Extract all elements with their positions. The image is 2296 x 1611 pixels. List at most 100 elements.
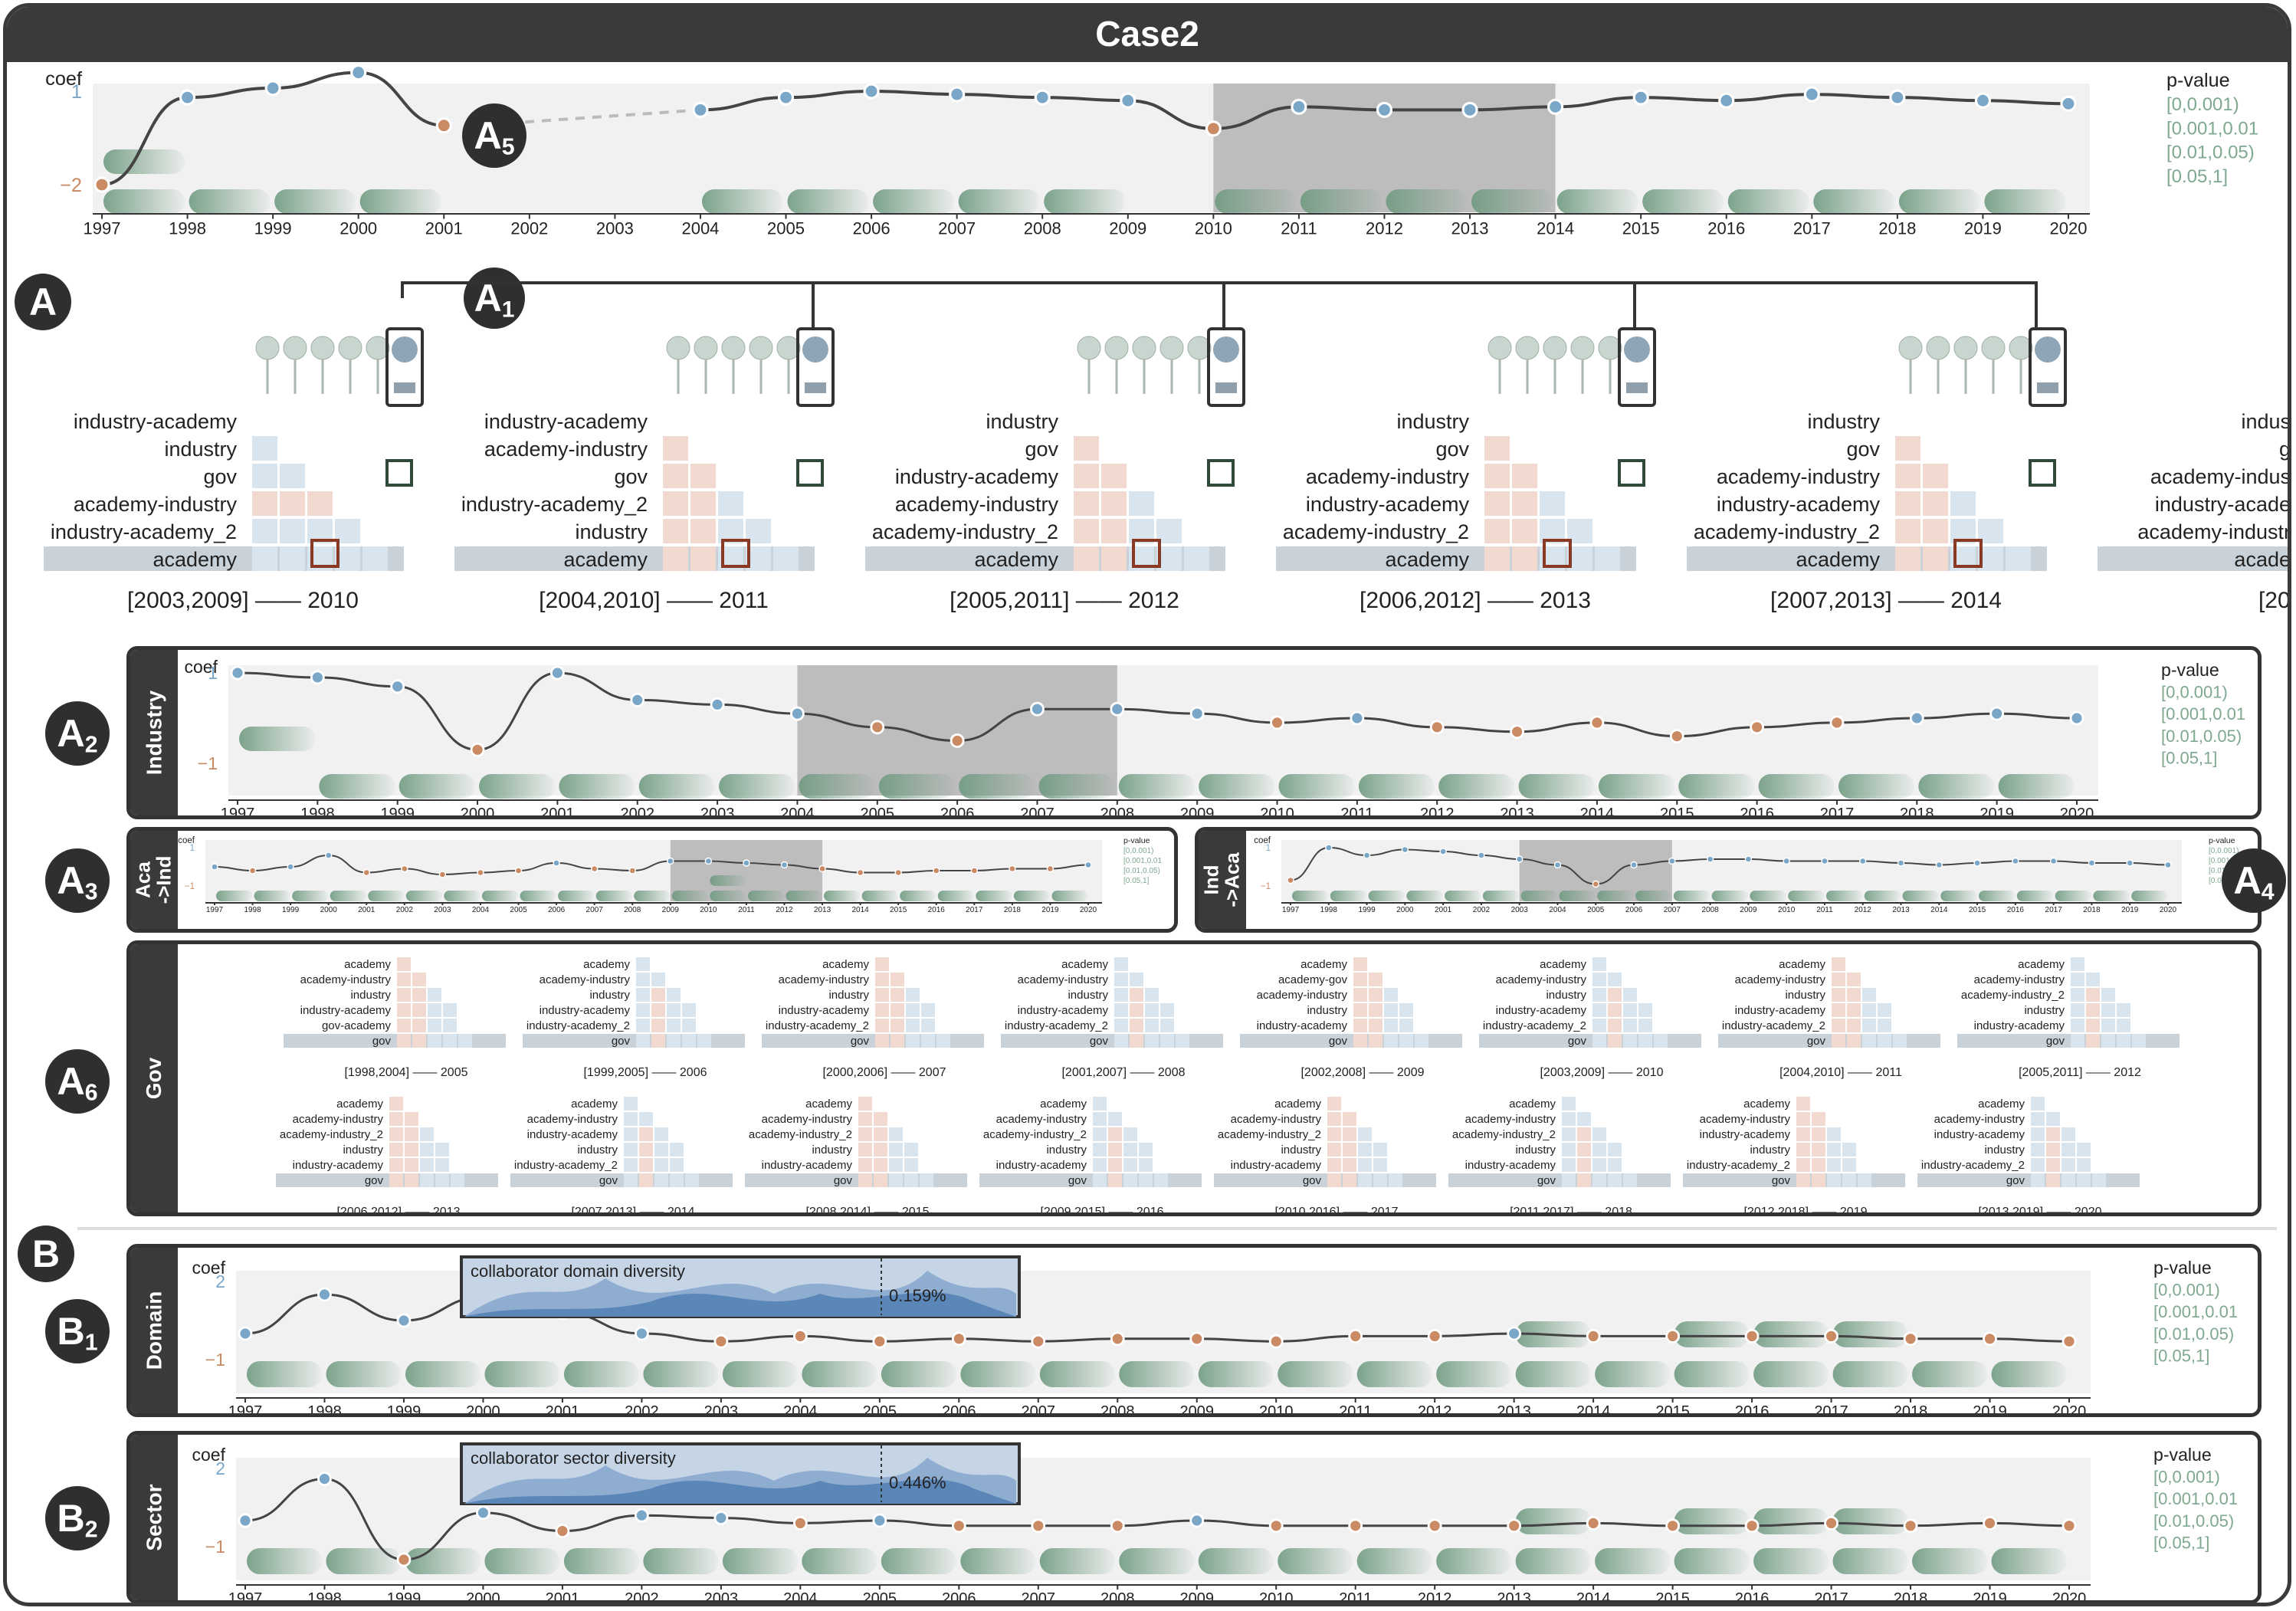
matrix-cell bbox=[2046, 1143, 2060, 1157]
pvalue-band bbox=[1044, 189, 1126, 214]
matrix-cell bbox=[1592, 1143, 1606, 1157]
case-title: Case2 bbox=[7, 7, 2288, 62]
matrix-caption: [2007,2013] —— 2014 bbox=[571, 1206, 694, 1216]
matrix-row-label: industry bbox=[589, 989, 630, 1002]
pvalue-legend-item: [0.001,0.01 bbox=[1123, 857, 1162, 865]
matrix-cell bbox=[1895, 436, 1920, 461]
matrix-cell bbox=[1847, 1034, 1861, 1048]
x-tick-label: 2018 bbox=[1894, 1590, 1928, 1604]
coef-point bbox=[792, 1516, 808, 1531]
coef-point bbox=[317, 1287, 332, 1302]
x-tick-label: 1998 bbox=[1320, 906, 1338, 914]
x-tick-label: 2003 bbox=[596, 218, 634, 238]
coef-point bbox=[630, 693, 645, 707]
x-tick-label: 2014 bbox=[1576, 1403, 1611, 1417]
matrix-row-label: gov bbox=[834, 1174, 853, 1187]
pvalue-band bbox=[722, 1361, 799, 1387]
matrix-row-label: industry bbox=[1396, 410, 1469, 433]
pvalue-band bbox=[1898, 189, 1980, 214]
matrix-cell bbox=[1373, 1158, 1387, 1172]
pvalue-band bbox=[1788, 891, 1825, 901]
pvalue-band bbox=[1515, 1548, 1591, 1574]
selected-cell bbox=[1953, 539, 1983, 568]
matrix-row-label: industry bbox=[1281, 1143, 1321, 1157]
matrix-cell bbox=[1484, 436, 1510, 461]
matrix-cell bbox=[1592, 1003, 1606, 1017]
pvalue-band bbox=[563, 1361, 640, 1387]
x-tick-label: 2016 bbox=[1707, 218, 1745, 238]
matrix-cell bbox=[1093, 1127, 1107, 1141]
coef-point bbox=[1989, 706, 2005, 721]
pvalue-band bbox=[216, 891, 253, 901]
pie-glyph bbox=[721, 336, 746, 360]
coef-point bbox=[435, 117, 452, 134]
pvalue-band bbox=[1471, 189, 1553, 214]
matrix-cell bbox=[1384, 1003, 1398, 1017]
matrix-cell bbox=[428, 1003, 441, 1017]
matrix-cell bbox=[1484, 519, 1510, 543]
matrix-caption: [2011,2017] —— 2018 bbox=[1510, 1206, 1632, 1216]
matrix-cell bbox=[405, 1158, 418, 1172]
matrix-cell bbox=[1862, 1003, 1876, 1017]
x-tick-label: 2000 bbox=[339, 218, 377, 238]
matrix-row-label: g bbox=[2279, 438, 2291, 461]
coef-point bbox=[401, 865, 408, 873]
badge-A2: A2 bbox=[45, 701, 110, 766]
x-tick-label: 2006 bbox=[548, 906, 566, 914]
matrix-cell bbox=[1895, 491, 1920, 516]
matrix-cell bbox=[1130, 1034, 1143, 1048]
matrix-cell bbox=[405, 1127, 418, 1141]
pvalue-band bbox=[747, 891, 784, 901]
pie-glyph bbox=[1077, 336, 1101, 360]
pvalue-title: p-value bbox=[2161, 660, 2219, 680]
pvalue-band bbox=[958, 189, 1040, 214]
matrix-cell bbox=[697, 1034, 711, 1048]
coef-point bbox=[634, 1326, 649, 1341]
matrix-cell bbox=[280, 491, 305, 516]
matrix-cell bbox=[624, 1127, 638, 1141]
matrix-cell bbox=[389, 1112, 403, 1126]
pie-glyph bbox=[338, 336, 362, 360]
x-tick-label: 2003 bbox=[700, 806, 735, 819]
selected-glyph bbox=[796, 327, 835, 407]
matrix-cell bbox=[690, 519, 716, 543]
coef-point bbox=[1824, 1516, 1838, 1531]
matrix-cell bbox=[2061, 1143, 2075, 1157]
x-tick-label: 2001 bbox=[425, 218, 463, 238]
matrix-cell bbox=[2117, 1034, 2130, 1048]
matrix-cell bbox=[1923, 546, 1948, 571]
matrix-cell bbox=[1638, 1019, 1652, 1032]
x-tick-label: 2010 bbox=[1195, 218, 1232, 238]
pvalue-band bbox=[1515, 1361, 1591, 1387]
x-tick-label: 2020 bbox=[2060, 806, 2094, 819]
matrix-cell bbox=[1812, 1158, 1825, 1172]
pvalue-title: p-value bbox=[2153, 1445, 2212, 1465]
selected-bar bbox=[1215, 382, 1237, 393]
pvalue-band bbox=[1912, 1361, 1988, 1387]
matrix-caption: [1999,2005] —— 2006 bbox=[583, 1066, 707, 1079]
matrix-base-row bbox=[1957, 1034, 2180, 1048]
matrix-caption: [2009,2015] —— 2016 bbox=[1040, 1206, 1163, 1216]
matrix-cell bbox=[1512, 464, 1537, 488]
x-tick-label: 1998 bbox=[244, 906, 261, 914]
pvalue-band bbox=[861, 891, 898, 901]
coef-point bbox=[1903, 1331, 1918, 1347]
coef-point bbox=[1744, 1329, 1760, 1344]
matrix-cell bbox=[690, 491, 716, 516]
matrix-cell bbox=[2071, 1003, 2084, 1017]
coef-point bbox=[324, 851, 333, 859]
matrix-cell bbox=[663, 464, 688, 488]
matrix-cell bbox=[2031, 1112, 2045, 1126]
pvalue-band bbox=[405, 891, 442, 901]
pvalue-band bbox=[1998, 774, 2075, 799]
coef-point bbox=[1268, 1334, 1284, 1349]
matrix-cell bbox=[389, 1143, 403, 1157]
matrix-cell bbox=[2101, 988, 2115, 1002]
y-tick-top: 1 bbox=[208, 663, 218, 683]
y-tick-bottom: −1 bbox=[198, 753, 218, 773]
x-tick-label: 2020 bbox=[2052, 1590, 2087, 1604]
matrix-cell bbox=[858, 1158, 872, 1172]
coef-point bbox=[1510, 724, 1524, 740]
